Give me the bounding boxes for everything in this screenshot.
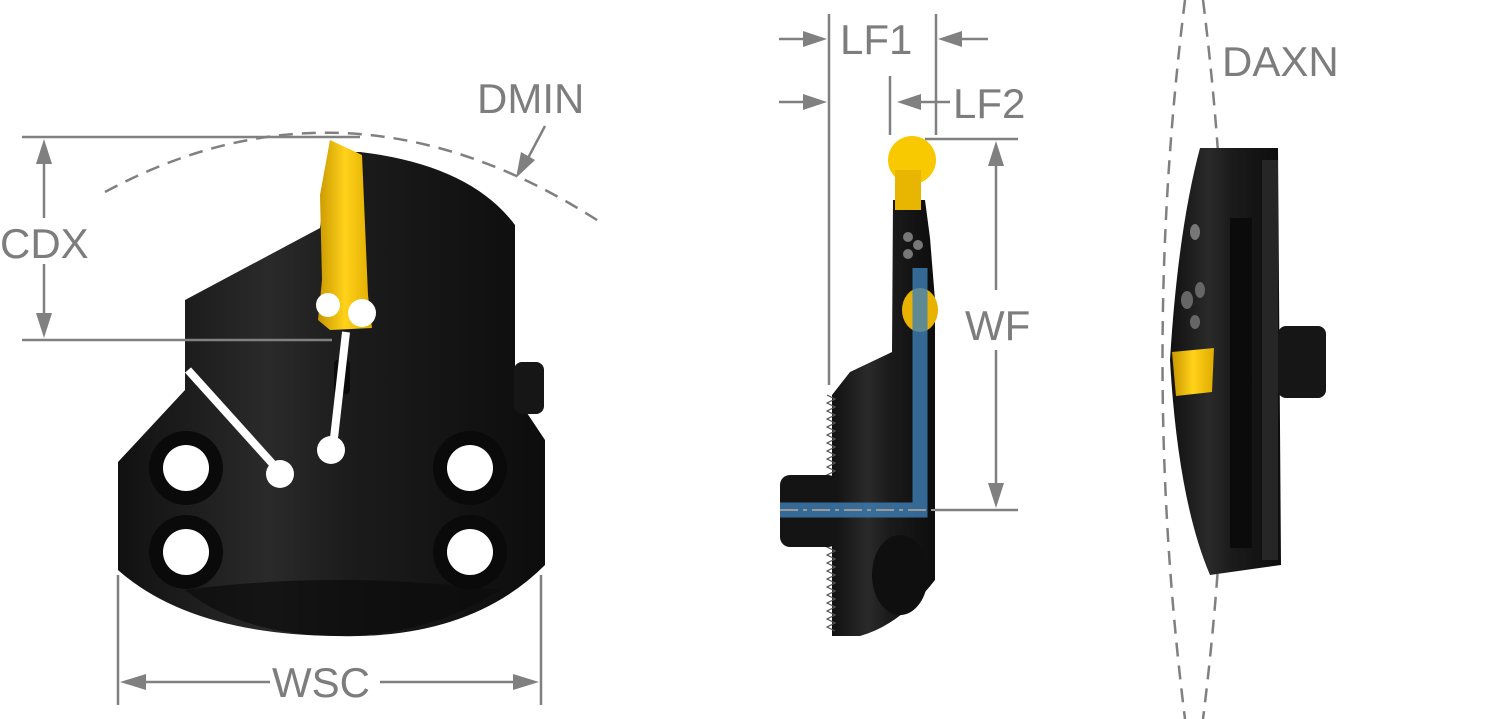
dmin-arc (104, 131, 601, 224)
coolant-port-2 (317, 436, 345, 464)
daxn-arc-right (1201, 0, 1227, 719)
wsc-arrow-right (513, 674, 539, 690)
lf1-arrow-left (803, 31, 827, 47)
lf2-arrow-left (803, 94, 827, 110)
lf1-arrow-right (938, 31, 962, 47)
end-edge-strip (1262, 160, 1278, 560)
lf1-label: LF1 (840, 16, 912, 63)
side-hole-1 (903, 232, 913, 242)
lf2-arrow-right (897, 94, 921, 110)
front-insert (318, 140, 372, 330)
mounting-holes (149, 431, 507, 589)
wf-label: WF (965, 302, 1030, 349)
end-hole-3 (1195, 282, 1205, 298)
front-view: DMIN (0, 75, 601, 706)
end-hole-2 (1181, 291, 1193, 309)
end-hole-4 (1190, 315, 1200, 329)
wf-arrow-top (988, 141, 1004, 166)
front-insert-pocket-2 (316, 293, 340, 317)
cdx-label: CDX (0, 220, 89, 267)
cdx-arrow-top (36, 139, 52, 164)
side-hole-2 (913, 240, 923, 250)
dmin-arrowhead (516, 152, 535, 178)
side-hole-3 (903, 249, 913, 259)
coolant-channel-1 (185, 367, 283, 475)
front-side-pin (514, 362, 544, 414)
side-insert-stem (895, 170, 921, 210)
coolant-channel-2 (329, 331, 350, 448)
wsc-label: WSC (272, 659, 370, 706)
end-tool-body (1170, 148, 1281, 575)
daxn-arc-left (1161, 0, 1187, 719)
end-view: DAXN (1161, 0, 1339, 719)
wf-arrow-bottom (988, 483, 1004, 508)
end-insert (1172, 348, 1214, 396)
front-tool-body (118, 152, 545, 637)
end-hole-1 (1190, 224, 1200, 240)
side-boss (872, 535, 928, 615)
wsc-arrow-left (120, 674, 146, 690)
daxn-label: DAXN (1222, 38, 1339, 85)
cdx-arrow-bottom (36, 313, 52, 338)
front-insert-pocket (348, 299, 376, 327)
coolant-port-1 (266, 460, 294, 488)
dmin-leader (525, 125, 547, 161)
side-view: LF1 LF2 WF (779, 14, 1030, 636)
lf2-label: LF2 (953, 80, 1025, 127)
front-body-shade (185, 580, 500, 636)
dmin-label: DMIN (477, 75, 584, 122)
end-inner-plate (1230, 218, 1252, 548)
end-shaft (1278, 326, 1326, 398)
